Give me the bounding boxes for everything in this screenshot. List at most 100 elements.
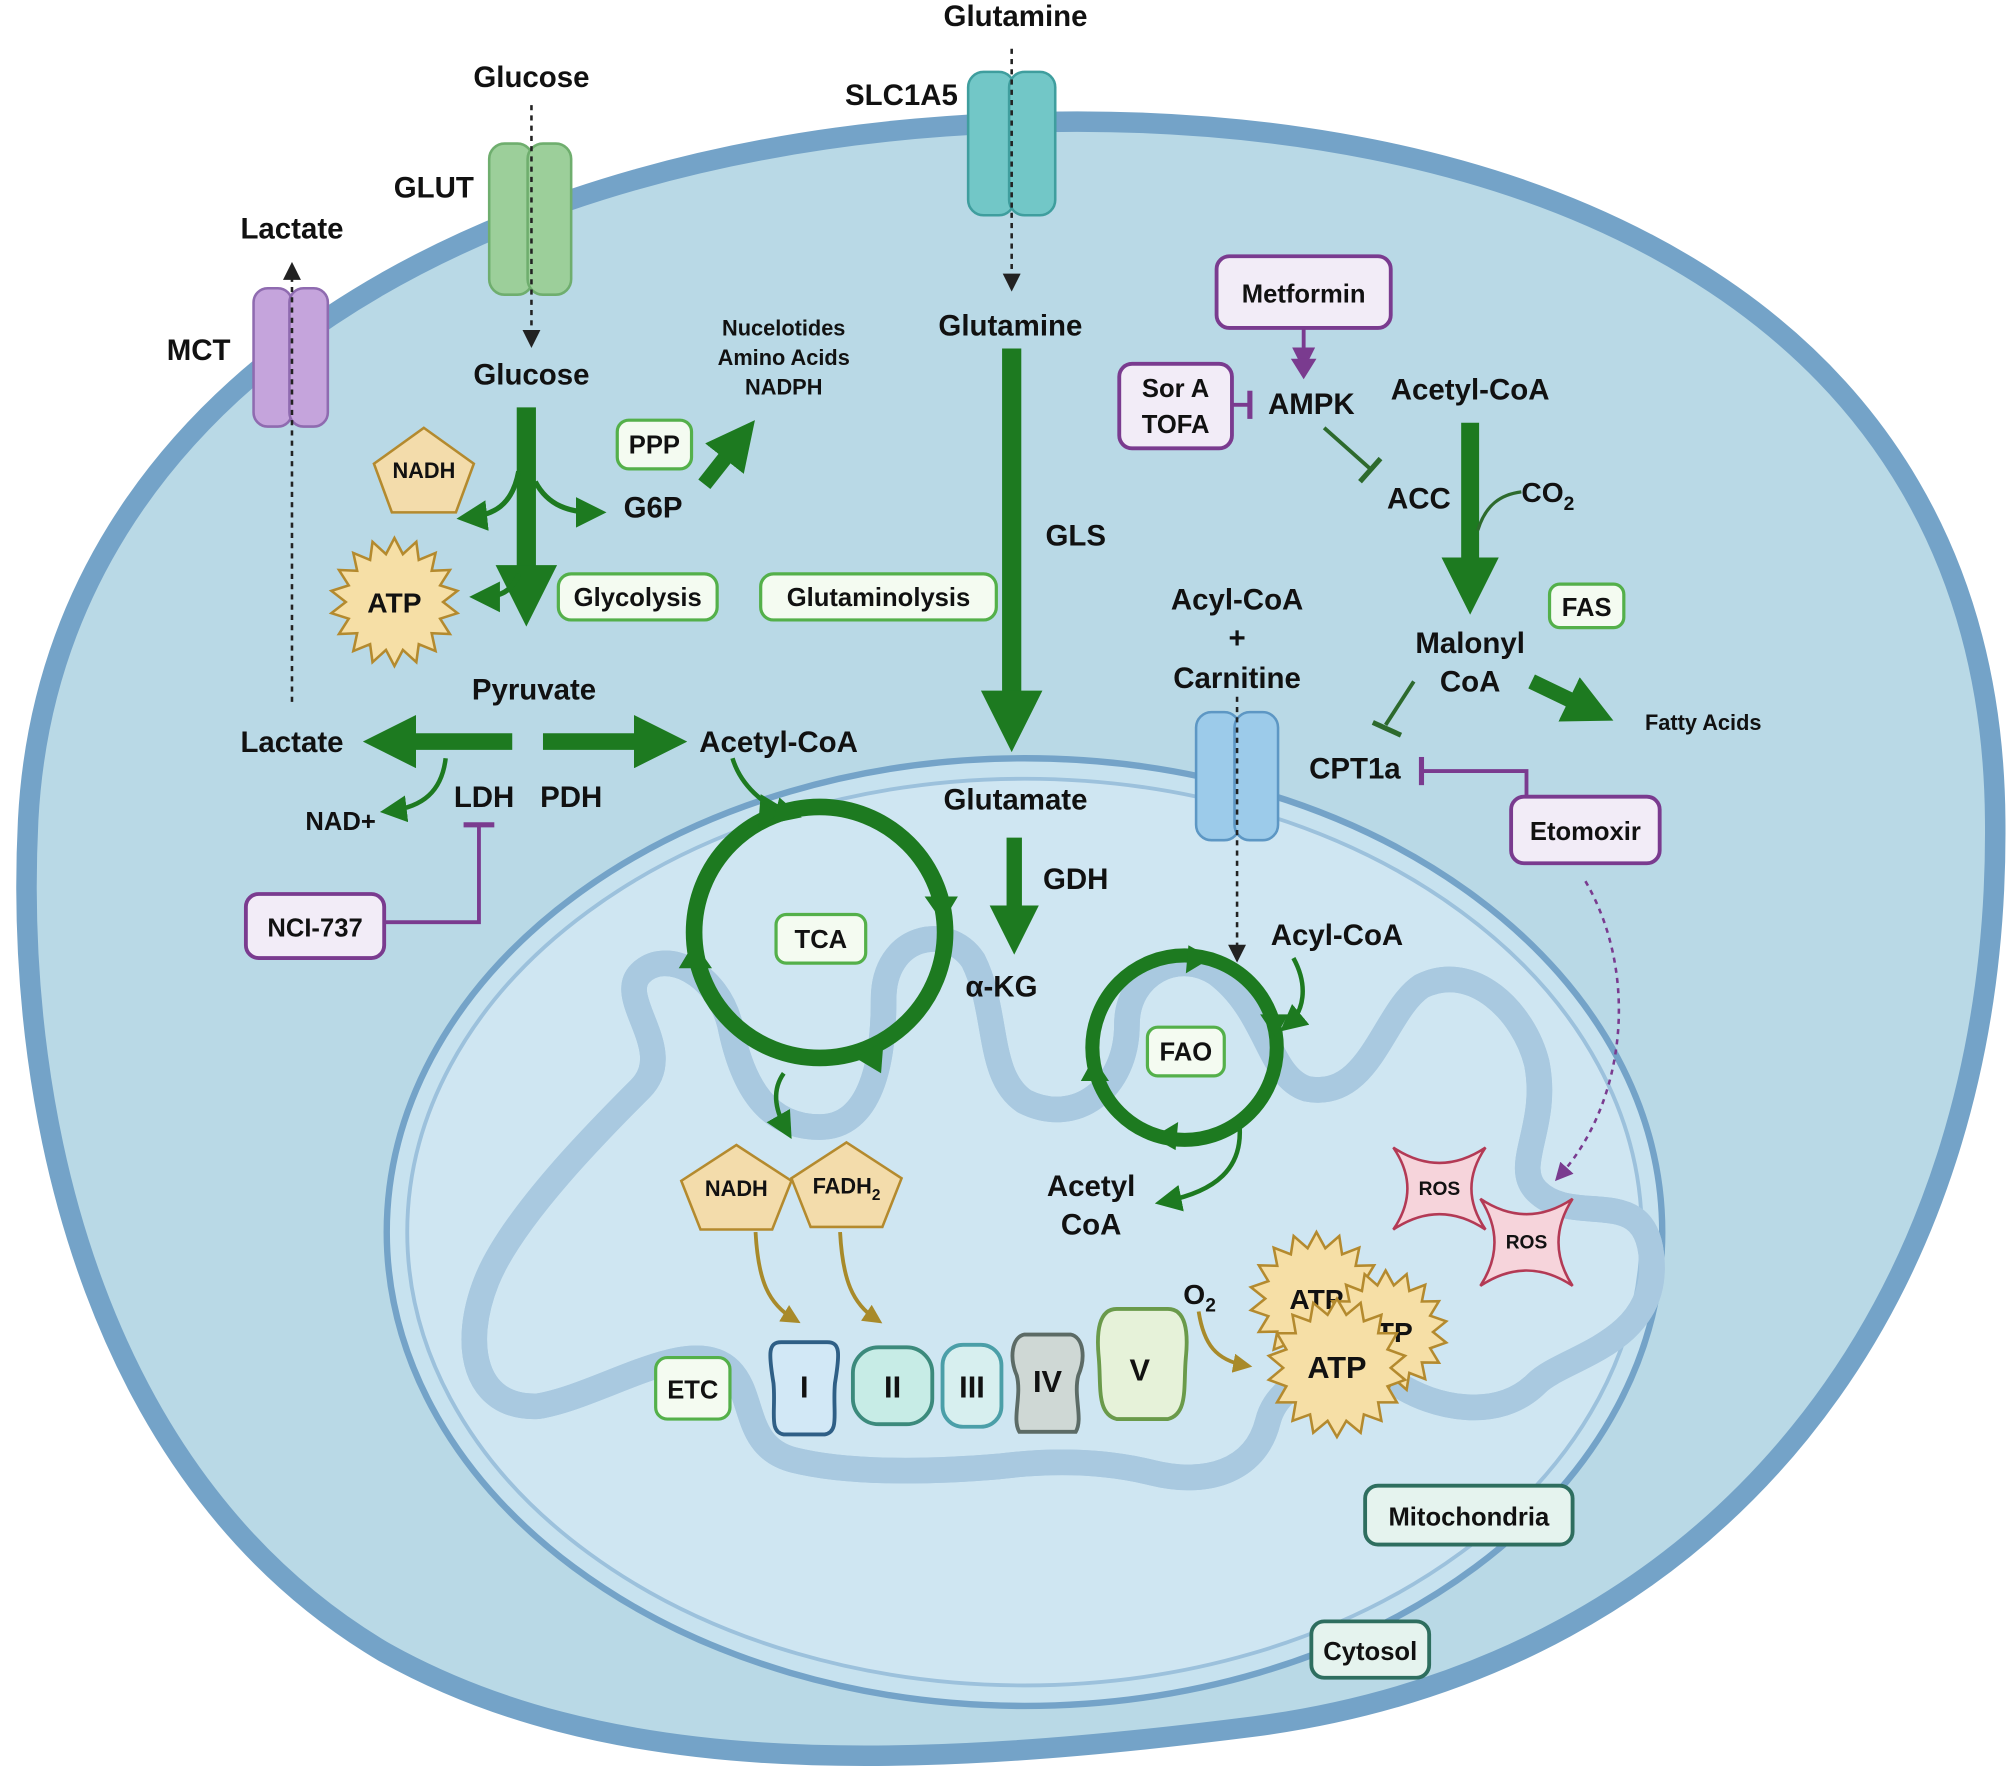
g6p-branch-arrow xyxy=(533,480,607,528)
atp-cyto-label: ATP xyxy=(367,586,421,618)
gdh-label: GDH xyxy=(1043,863,1108,896)
nadh-cyto-shape xyxy=(372,426,476,514)
ppp-arrow xyxy=(698,420,755,489)
mitochondria-label: Mitochondria xyxy=(1388,1503,1550,1531)
tca-to-nadh-arrow xyxy=(766,1071,792,1139)
metformin-box xyxy=(1214,254,1393,330)
etc-box xyxy=(654,1355,732,1421)
nci737-box xyxy=(243,892,387,960)
o2-to-atp-arrow xyxy=(1196,1311,1253,1373)
akg-label: α-KG xyxy=(965,970,1037,1003)
complex-2 xyxy=(850,1345,935,1427)
nucleotides-label-3: NADPH xyxy=(745,375,822,400)
glucose-outside-label: Glucose xyxy=(473,61,589,94)
ros-generation-arrow xyxy=(1555,880,1621,1182)
fao-label: FAO xyxy=(1160,1038,1213,1066)
nad-plus-label: NAD+ xyxy=(305,808,375,836)
metformin-arrowhead xyxy=(1290,358,1317,380)
sora-label-2: TOFA xyxy=(1142,411,1210,439)
atp-cyto-burst: ATP xyxy=(328,535,461,669)
nad-branch-arrow xyxy=(379,757,448,823)
co2-subscript: 2 xyxy=(1564,494,1575,515)
fas-label: FAS xyxy=(1562,594,1612,622)
glutamine-outside-label: Glutamine xyxy=(944,0,1088,33)
glut-transporter xyxy=(487,142,573,296)
fadh2-main: FADH xyxy=(813,1174,872,1199)
etomoxir-inhibition-line xyxy=(1421,769,1529,800)
nci737-label: NCI-737 xyxy=(267,914,362,942)
mitochondria-intermembrane xyxy=(405,776,1644,1688)
acetylcoa-fa-label: Acetyl-CoA xyxy=(1391,374,1550,407)
glycolysis-label: Glycolysis xyxy=(574,584,702,612)
glutamate-label: Glutamate xyxy=(944,783,1088,816)
atp-branch-arrow xyxy=(469,572,522,613)
acetylcoa-mito-label-2: CoA xyxy=(1061,1209,1122,1242)
slc1a5-label: SLC1A5 xyxy=(845,79,958,112)
sora-tofa-box xyxy=(1117,361,1234,451)
tca-box xyxy=(774,912,868,965)
complex-4-label: IV xyxy=(1033,1364,1063,1399)
complex-1-label: I xyxy=(800,1369,809,1404)
tca-cycle xyxy=(678,794,958,1074)
atp-burst-3: ATP xyxy=(1266,1296,1408,1440)
gls-label: GLS xyxy=(1045,520,1106,553)
ldh-label: LDH xyxy=(454,781,515,814)
acetylcoa-mito-label-1: Acetyl xyxy=(1047,1170,1135,1203)
acyl-coa-carn-label-3: Carnitine xyxy=(1173,662,1301,695)
acetylcoa-cyto-label: Acetyl-CoA xyxy=(699,726,858,759)
ros-label-2: ROS xyxy=(1506,1233,1548,1254)
glut-label: GLUT xyxy=(394,171,474,204)
ampk-label: AMPK xyxy=(1268,388,1355,421)
mct-transporter xyxy=(252,286,330,428)
sora-label-1: Sor A xyxy=(1142,375,1209,403)
fadh2-subscript: 2 xyxy=(872,1187,881,1204)
malonyl-label-2: CoA xyxy=(1440,666,1501,699)
nucleotides-label-1: Nucelotides xyxy=(722,316,845,341)
fatty-acids-label: Fatty Acids xyxy=(1645,710,1762,735)
tca-label: TCA xyxy=(795,926,848,954)
atp-label-3: ATP xyxy=(1307,1350,1366,1385)
acc-label: ACC xyxy=(1387,483,1451,516)
nadh-to-complex1-arrow xyxy=(753,1231,801,1324)
cytosol-label: Cytosol xyxy=(1323,1638,1417,1666)
pyruvate-label: Pyruvate xyxy=(472,673,596,706)
fadh2-label: FADH2 xyxy=(813,1174,881,1204)
ppp-box xyxy=(615,418,694,471)
pdh-label: PDH xyxy=(540,781,602,814)
nadh-mito-shape xyxy=(679,1143,793,1231)
nadh-mito-label: NADH xyxy=(705,1176,768,1201)
glycolysis-box xyxy=(556,572,719,622)
fadh2-to-complex2-arrow xyxy=(838,1231,883,1324)
nadh-branch-arrow xyxy=(456,470,522,531)
ampk-inhibits-acc-bar xyxy=(1358,456,1383,484)
g6p-label: G6P xyxy=(624,492,683,525)
cytosol-box xyxy=(1309,1619,1432,1680)
glutaminolysis-label: Glutaminolysis xyxy=(787,584,971,612)
malonyl-inhibits-cpt1a-bar xyxy=(1371,720,1403,738)
co2-release-arrow xyxy=(1476,490,1522,531)
o2-main: O xyxy=(1183,1278,1205,1310)
malonyl-label-1: Malonyl xyxy=(1415,627,1525,660)
nci737-inhibition-line xyxy=(384,824,481,925)
co2-label: CO2 xyxy=(1521,476,1574,515)
etomoxir-box xyxy=(1509,794,1662,866)
etomoxir-label: Etomoxir xyxy=(1530,818,1641,846)
complex-5-label: V xyxy=(1129,1353,1150,1388)
fao-to-acetylcoa-arrow xyxy=(1154,1126,1242,1212)
acylcoa-to-fao-arrow xyxy=(1280,956,1310,1032)
mitochondria-box xyxy=(1363,1483,1575,1547)
nadh-cyto-label: NADH xyxy=(392,458,455,483)
glutaminolysis-box xyxy=(759,572,998,622)
ampk-inhibits-acc-line xyxy=(1322,426,1372,471)
o2-label: O2 xyxy=(1183,1278,1216,1317)
acyl-coa-carn-label-1: Acyl-CoA xyxy=(1171,584,1303,617)
fatty-acid-arrow xyxy=(1528,674,1614,722)
cpt-channel xyxy=(1194,710,1280,842)
glucose-inside-label: Glucose xyxy=(473,358,589,391)
mct-label: MCT xyxy=(167,334,231,367)
co2-main: CO xyxy=(1521,476,1563,508)
fadh2-shape xyxy=(789,1140,904,1229)
ros-shape-1 xyxy=(1392,1146,1487,1231)
